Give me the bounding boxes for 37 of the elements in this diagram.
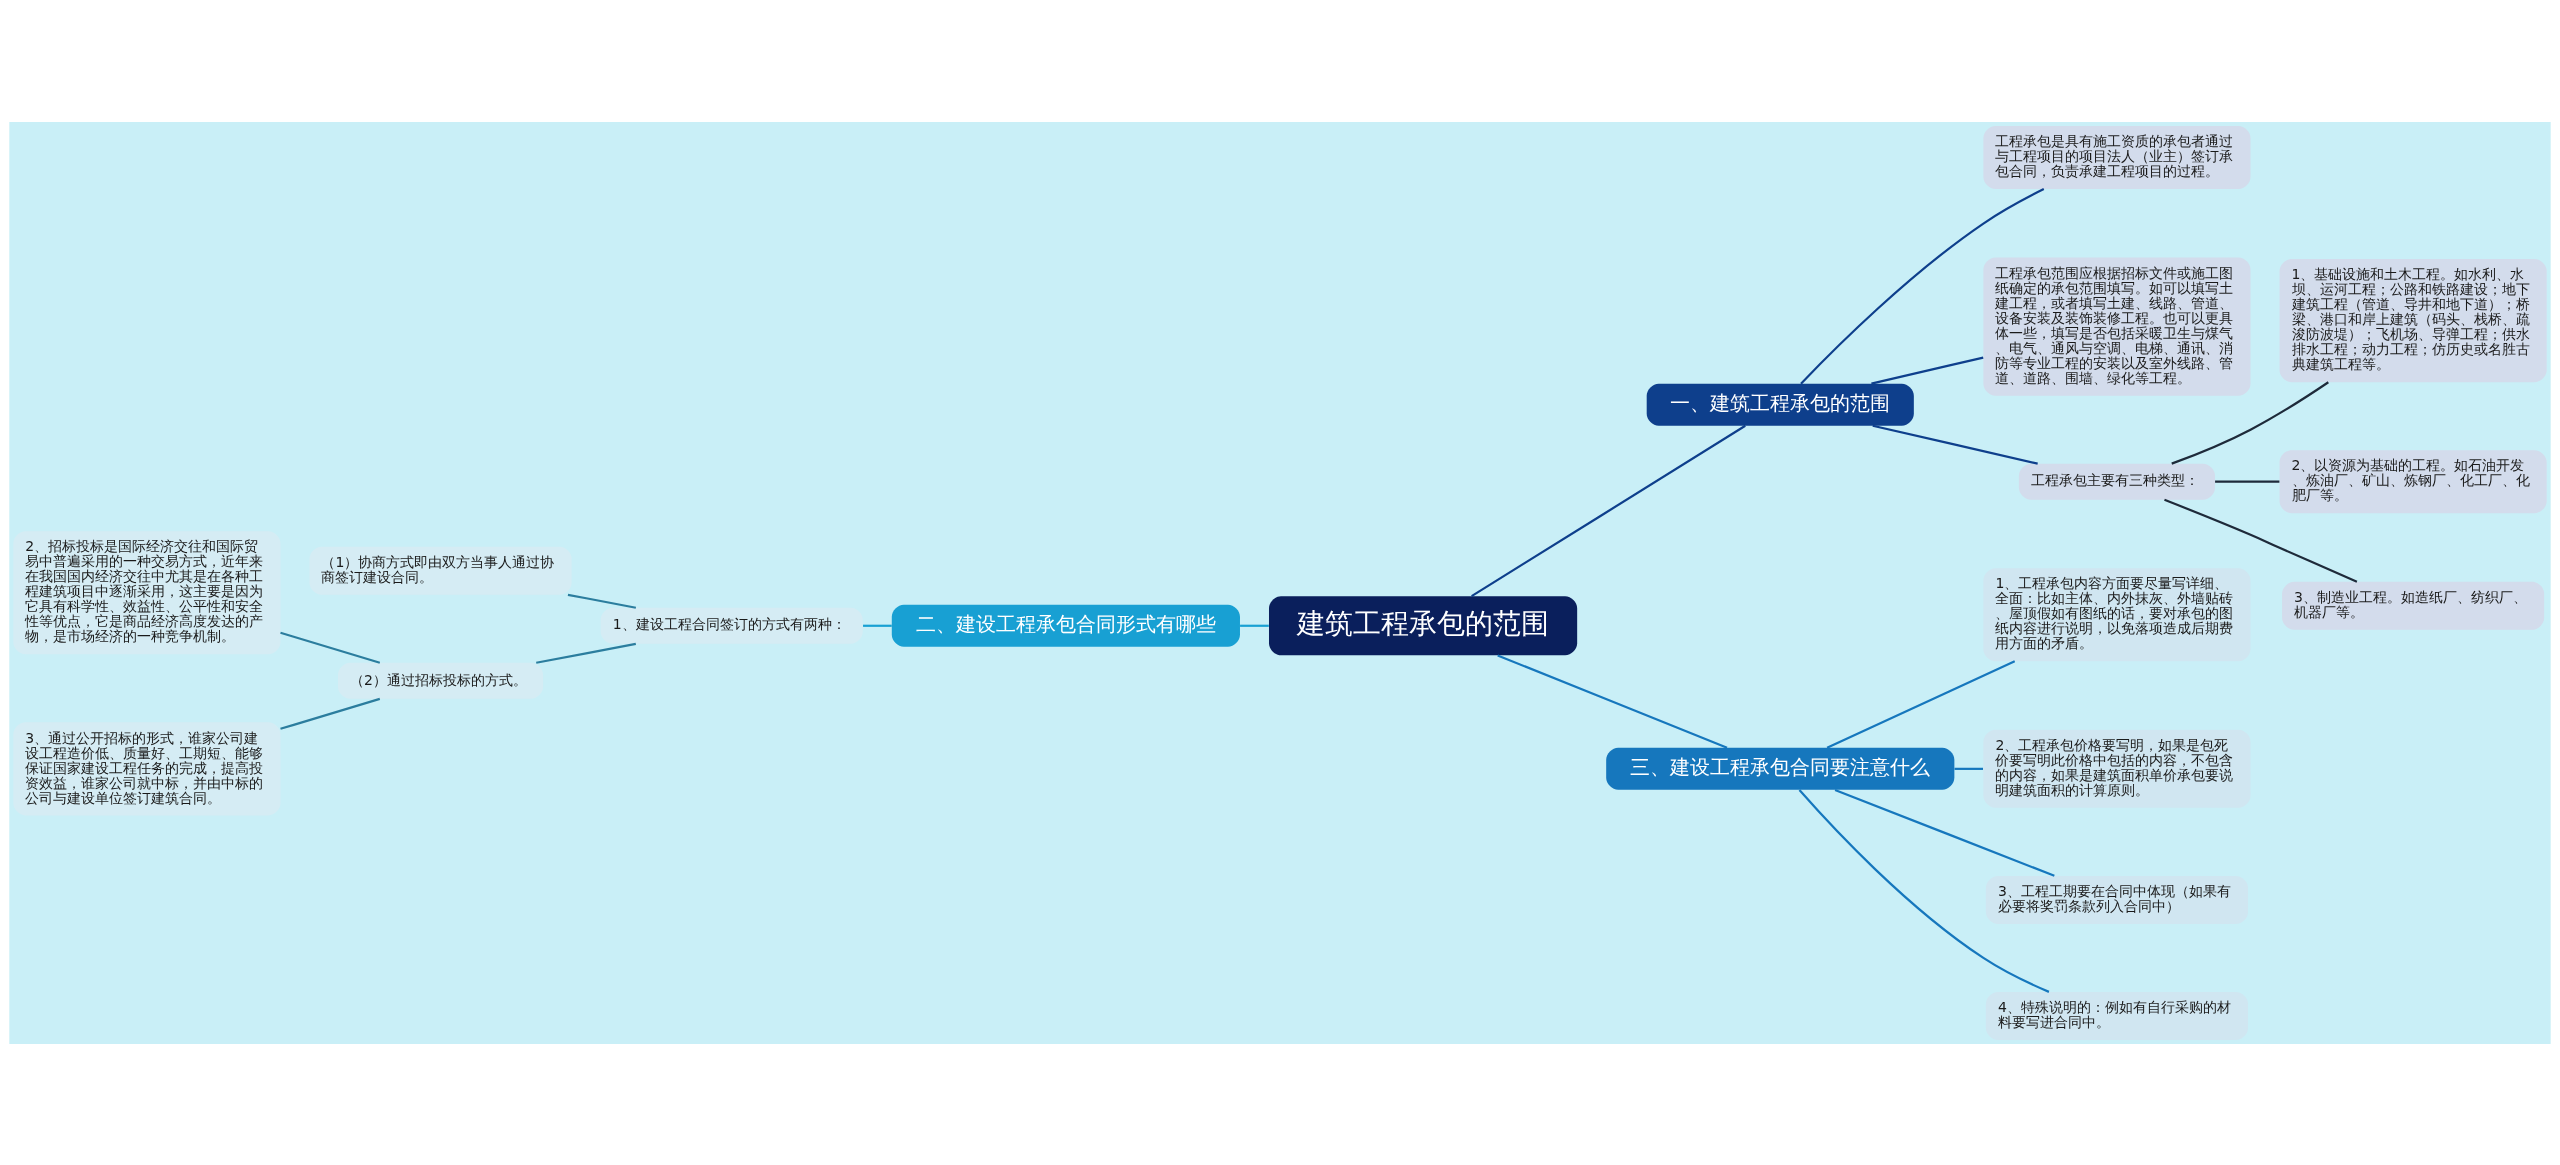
node-box: 1、建设工程合同签订的方式有两种： xyxy=(600,607,863,644)
node-box: 工程承包主要有三种类型： xyxy=(2018,463,2215,500)
connector xyxy=(1834,788,2055,877)
connector xyxy=(2164,498,2358,583)
node-box: 三、建设工程承包合同要注意什么 xyxy=(1606,747,1955,790)
node-box: 建筑工程承包的范围 xyxy=(1269,595,1578,655)
node-box: （1）协商方式即由双方当事人通过协商签订建设合同。 xyxy=(309,546,572,595)
node-box: 2、工程承包价格要写明，如果是包死价要写明此价格中包括的内容，不包含的内容，如果是建筑面积单价承包要说明建筑面积的计算原则。 xyxy=(1983,729,2251,808)
connector xyxy=(1954,767,1983,770)
connector xyxy=(1497,653,1728,749)
node-box: 3、制造业工程。如造纸厂、纺织厂、机器厂等。 xyxy=(2282,581,2545,630)
connector xyxy=(280,631,381,664)
connector xyxy=(2171,380,2329,465)
node-box: 工程承包范围应根据招标文件或施工图纸确定的承包范围填写。如可以填写土建工程，或者填写土建、线路、管道、设备安装及装饰装修工程。也可以更具体一些，填写是否包括采暖卫生与煤气、电气、通风与空调、电梯、通讯、消防等专业工程的安装以及室外线路、管道、道路、围墙、绿化等工程。 xyxy=(1983,257,2251,396)
node-box: 4、特殊说明的：例如有自行采购的材料要写进合同中。 xyxy=(1985,991,2248,1040)
connector xyxy=(280,697,381,730)
connector xyxy=(1240,624,1269,627)
node-box: 一、建筑工程承包的范围 xyxy=(1646,383,1914,426)
connector xyxy=(2215,480,2280,483)
node-box: 1、工程承包内容方面要尽量写详细、全面：比如主体、内外抹灰、外墙贴砖、屋顶假如有图纸的话，要对承包的图纸内容进行说明，以免落项造成后期费用方面的矛盾。 xyxy=(1983,567,2251,661)
connector xyxy=(1871,356,1984,385)
node-box: 3、工程工期要在合同中体现（如果有必要将奖罚条款列入合同中） xyxy=(1985,875,2248,924)
connector xyxy=(1872,424,2038,465)
connector xyxy=(863,624,892,627)
connector xyxy=(1798,788,2050,993)
connector xyxy=(1800,187,2045,384)
node-box: 1、基础设施和土木工程。如水利、水坝、运河工程；公路和铁路建设；地下建筑工程（管道、导井和地下道）；桥梁、港口和岸上建筑（码头、栈桥、疏浚防波堤）；飞机场、导弹工程；供水排水工程；动力工程；仿历史或名胜古典建筑工程等。 xyxy=(2279,258,2547,382)
node-box: 二、建设工程承包合同形式有哪些 xyxy=(891,604,1240,647)
connector xyxy=(536,642,636,664)
connector xyxy=(1471,424,1746,597)
node-box: （2）通过招标投标的方式。 xyxy=(338,662,544,699)
connector xyxy=(1826,659,2016,749)
node-box: 2、招标投标是国际经济交往和国际贸易中普遍采用的一种交易方式，近年来在我国国内经济交往中尤其是在各种工程建筑项目中逐渐采用，这主要是因为它具有科学性、效益性、公平性和安全性等优点，它是商品经济高度发达的产物，是市场经济的一种竞争机制。 xyxy=(13,530,281,654)
node-box: 2、以资源为基础的工程。如石油开发、炼油厂、矿山、炼钢厂、化工厂、化肥厂等。 xyxy=(2279,449,2547,513)
node-box: 3、通过公开招标的形式，谁家公司建设工程造价低、质量好、工期短、能够保证国家建设工程任务的完成，提高投资效益，谁家公司就中标，并由中标的公司与建设单位签订建筑合同。 xyxy=(13,721,281,815)
connector xyxy=(567,593,637,609)
node-box: 工程承包是具有施工资质的承包者通过与工程项目的项目法人（业主）签订承包合同，负责承建工程项目的过程。 xyxy=(1983,125,2251,189)
